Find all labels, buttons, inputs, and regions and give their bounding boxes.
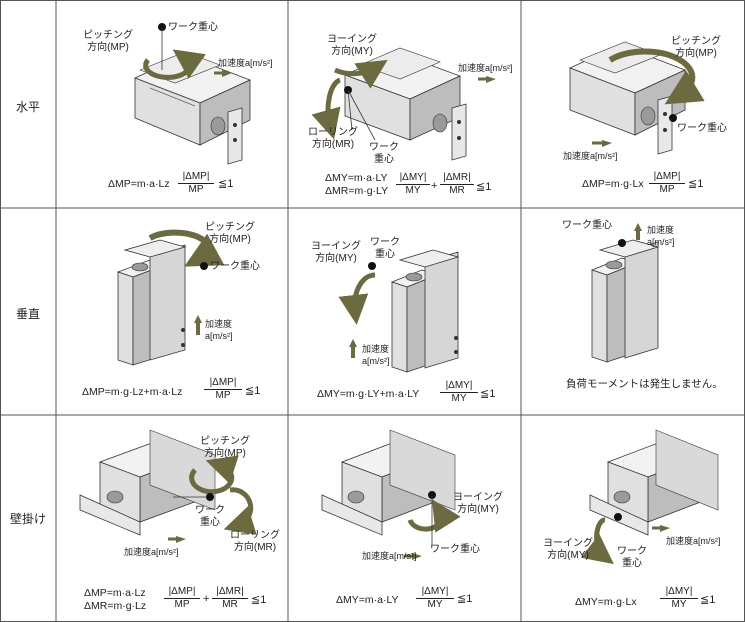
pitch-label-h3: ピッチング方向(MP): [671, 36, 721, 59]
fraction-h2-my: |ΔMY|MY: [396, 172, 430, 197]
formula-w3: ΔMY=m·g·Lx: [575, 596, 637, 608]
fraction-v2: |ΔMY|MY: [440, 380, 478, 405]
le1-h2: ≦1: [476, 181, 492, 193]
le1-w2: ≦1: [457, 593, 473, 605]
accel-label-h1: 加速度a[m/s²]: [218, 58, 273, 68]
row-label-horizontal: 水平: [15, 100, 40, 114]
no-moment-note: 負荷モーメントは発生しません。: [566, 378, 723, 390]
accel-label-h3: 加速度a[m/s²]: [563, 151, 618, 161]
accel-label-w1: 加速度a[m/s²]: [124, 547, 179, 557]
fraction-v1: |ΔMP|MP: [204, 377, 242, 402]
work-center-label-h3: ワーク重心: [677, 123, 727, 134]
actuator-v2: [390, 249, 460, 373]
pitch-label-v1: ピッチング方向(MP): [205, 222, 255, 245]
le1-h3: ≦1: [688, 178, 704, 190]
fraction-h3: |ΔMP|MP: [649, 171, 685, 196]
fraction-w1-mp: |ΔMP|MP: [164, 586, 200, 611]
fraction-w1-mr: |ΔMR|MR: [212, 586, 248, 611]
accel-label-h2: 加速度a[m/s²]: [458, 63, 513, 73]
pitch-label-h1: ピッチング方向(MP): [83, 30, 133, 53]
le1-v2: ≦1: [480, 388, 496, 400]
row-label-vertical: 垂直: [15, 307, 40, 321]
actuator-w2: [321, 429, 456, 536]
work-center-label-h1: ワーク重心: [168, 22, 218, 33]
accel-label-w2: 加速度a[m/s²]: [362, 551, 417, 561]
fraction-h2-mr: |ΔMR|MR: [440, 172, 474, 197]
actuator-v1: [116, 239, 187, 366]
fraction-w3: |ΔMY|MY: [660, 586, 698, 611]
work-label-w1: ワーク重心: [195, 505, 225, 528]
roll-arrow-h2: [311, 77, 342, 140]
formula-h1: ΔMP=m·a·Lz: [108, 178, 170, 190]
pitch-arrow-h3: [608, 48, 705, 105]
formula-v1: ΔMP=m·g·Lz+m·a·Lz: [82, 386, 183, 398]
actuator-w3: [589, 429, 719, 536]
accel-label-w3: 加速度a[m/s²]: [666, 536, 721, 546]
le1-w3: ≦1: [700, 594, 716, 606]
plus-h2: +: [431, 180, 438, 192]
le1-h1: ≦1: [218, 178, 234, 190]
work-center-label-v1: ワーク重心: [210, 261, 260, 272]
work-label-h2: ワーク重心: [369, 142, 399, 165]
roll-label-w1: ローリング方向(MR): [230, 530, 280, 553]
le1-w1: ≦1: [251, 594, 267, 606]
pitch-arrow-h1: [143, 49, 206, 80]
actuator-w1: [79, 429, 216, 536]
roll-label-h2: ローリング方向(MR): [308, 127, 358, 150]
formula-h3: ΔMP=m·g·Lx: [582, 178, 644, 190]
yaw-label-w3: ヨーイング方向(MY): [543, 538, 593, 561]
work-center-label-w2: ワーク重心: [430, 544, 480, 555]
work-center-label-v3: ワーク重心: [562, 220, 612, 231]
formula-v2: ΔMY=m·g·LY+m·a·LY: [317, 388, 420, 400]
pitch-label-w1: ピッチング方向(MP): [200, 436, 250, 459]
work-label-w3: ワーク重心: [617, 546, 647, 569]
actuator-v3: [590, 239, 660, 363]
plus-w1: +: [203, 593, 210, 605]
fraction-w2: |ΔMY|MY: [416, 586, 454, 611]
fraction-h1: |ΔMP|MP: [178, 171, 214, 196]
yaw-label-v2: ヨーイング方向(MY): [311, 241, 361, 264]
yaw-label-w2: ヨーイング方向(MY): [453, 492, 503, 515]
yaw-label-h2: ヨーイング方向(MY): [327, 34, 377, 57]
formula-w2: ΔMY=m·a·LY: [336, 594, 399, 606]
le1-v1: ≦1: [245, 385, 261, 397]
row-label-wall: 壁掛け: [9, 512, 46, 526]
accel-arrow-h1: [222, 70, 232, 77]
yaw-arrow-h2: [333, 59, 388, 89]
work-label-v2: ワーク重心: [370, 237, 400, 260]
